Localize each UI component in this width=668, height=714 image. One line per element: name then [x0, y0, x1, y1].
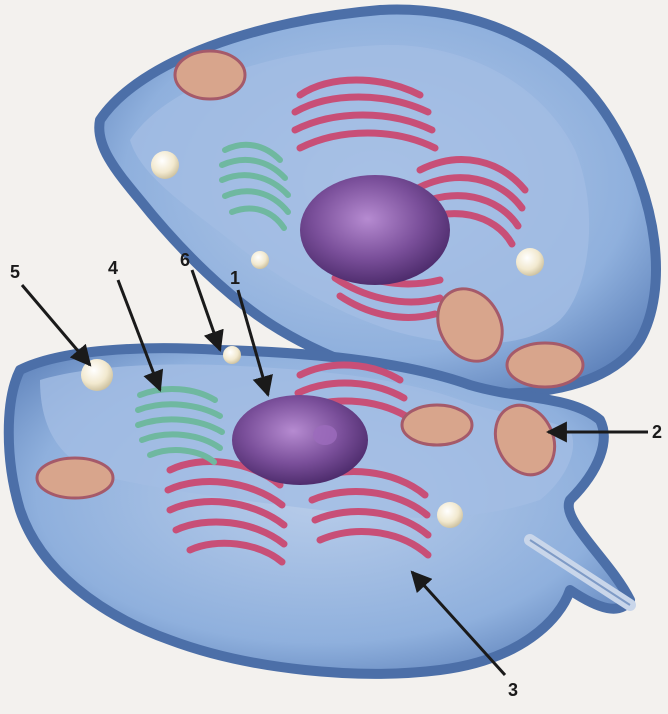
nucleus-lower: [232, 395, 368, 485]
nucleus-upper: [300, 175, 450, 285]
label-1: 1: [230, 268, 240, 289]
label-4: 4: [108, 258, 118, 279]
label-6: 6: [180, 250, 190, 271]
lower-cell-half: [9, 346, 630, 674]
label-3: 3: [508, 680, 518, 701]
label-2: 2: [652, 422, 662, 443]
upper-cell-half: [99, 10, 656, 394]
label-5: 5: [10, 262, 20, 283]
